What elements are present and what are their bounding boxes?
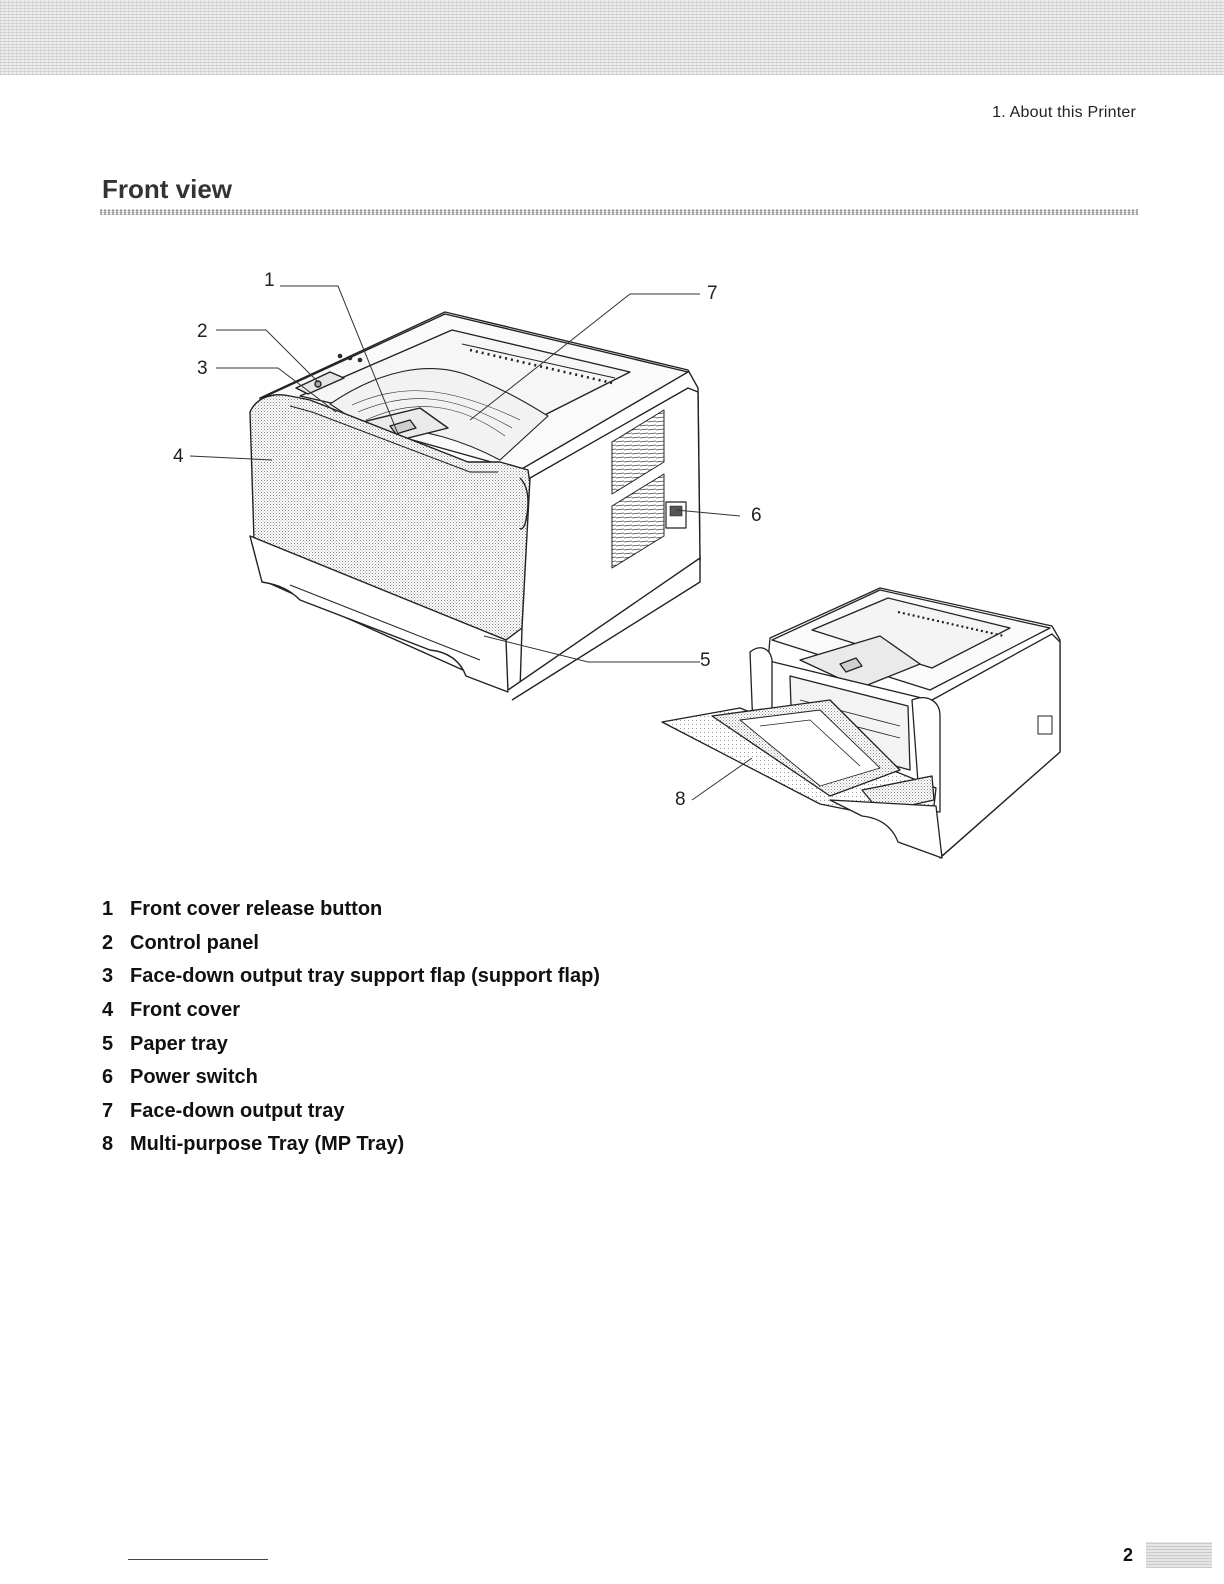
legend-label: Power switch — [130, 1066, 258, 1089]
legend-number: 5 — [102, 1033, 130, 1056]
header-pattern-band — [0, 0, 1224, 75]
small-printer — [662, 588, 1060, 858]
large-printer — [250, 312, 700, 700]
legend-label: Front cover release button — [130, 898, 382, 921]
legend-number: 7 — [102, 1100, 130, 1123]
callout-3: 3 — [197, 358, 208, 380]
printer-illustration — [0, 230, 1224, 880]
section-title: Front view — [102, 174, 232, 205]
callout-6: 6 — [751, 505, 762, 527]
callout-2: 2 — [197, 321, 208, 343]
legend-number: 2 — [102, 932, 130, 955]
legend-number: 1 — [102, 898, 130, 921]
legend-label: Paper tray — [130, 1033, 228, 1056]
callout-8: 8 — [675, 789, 686, 811]
footer-rule — [128, 1559, 268, 1560]
legend-label: Face-down output tray support flap (supp… — [130, 965, 600, 988]
legend-number: 3 — [102, 965, 130, 988]
page-tab-pattern — [1146, 1542, 1212, 1568]
callout-4: 4 — [173, 446, 184, 468]
legend-label: Front cover — [130, 999, 240, 1022]
legend-number: 8 — [102, 1133, 130, 1156]
legend-label: Multi-purpose Tray (MP Tray) — [130, 1133, 404, 1156]
legend-number: 6 — [102, 1066, 130, 1089]
printer-figure: 1 2 3 4 5 6 7 8 — [0, 230, 1224, 880]
running-header: 1. About this Printer — [992, 104, 1136, 122]
legend-label: Face-down output tray — [130, 1100, 344, 1123]
page-number: 2 — [1123, 1545, 1133, 1566]
legend-number: 4 — [102, 999, 130, 1022]
legend-label: Control panel — [130, 932, 259, 955]
title-rule — [100, 209, 1138, 215]
callout-7: 7 — [707, 283, 718, 305]
callout-5: 5 — [700, 650, 711, 672]
callout-1: 1 — [264, 270, 275, 292]
